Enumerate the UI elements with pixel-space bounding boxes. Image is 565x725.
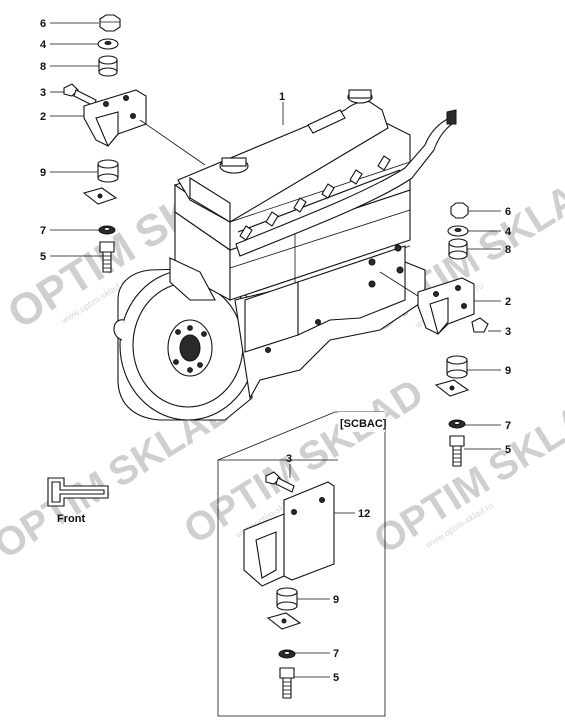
right-mount-parts	[379, 202, 489, 467]
engine-assembly	[113, 89, 457, 421]
inset-scbac-panel: [SCBAC]	[217, 411, 387, 717]
lock-washer-icon	[98, 225, 116, 235]
callout-rubber-mount-inset: 9	[333, 594, 339, 606]
callout-plate-bracket: 12	[358, 508, 370, 520]
lock-washer-icon	[278, 649, 296, 659]
rubber-mount-icon	[276, 587, 298, 611]
callout-rubber-mount-left: 9	[40, 167, 46, 179]
callout-bolt-right: 3	[505, 326, 511, 338]
callout-engine: 1	[279, 91, 285, 103]
spacer-icon	[98, 55, 118, 77]
bolt-icon	[471, 317, 489, 333]
callout-lock-washer-inset: 7	[333, 648, 339, 660]
hex-bolt-icon	[279, 667, 295, 699]
callout-nut-left: 6	[40, 18, 46, 30]
washer-icon	[97, 38, 119, 50]
callout-lock-washer-right: 7	[505, 420, 511, 432]
washer-icon	[447, 225, 469, 237]
front-direction-indicator: Front	[47, 477, 109, 525]
callout-rubber-mount-right: 9	[505, 365, 511, 377]
stopper-plate-icon	[82, 187, 118, 205]
watermark-word-sklad: SKLAD	[481, 381, 565, 491]
callout-bolt-inset: 3	[286, 453, 292, 465]
plate-bracket-icon	[243, 481, 335, 587]
left-mount-parts	[63, 14, 206, 273]
callout-nut-right: 6	[505, 206, 511, 218]
bolt-icon	[265, 471, 295, 493]
engine-bracket-icon	[417, 277, 475, 336]
callout-hex-bolt-left: 5	[40, 251, 46, 263]
callout-spacer-left: 8	[40, 61, 46, 73]
callout-lock-washer-left: 7	[40, 225, 46, 237]
callout-layer: 1 6 4 8 3 2 9 7 5 6 4 8 2 3 9 7 5	[40, 18, 512, 684]
stopper-plate-icon	[434, 379, 470, 397]
watermark-word-sklad: SKLAD	[471, 161, 565, 271]
hex-bolt-icon	[99, 241, 115, 273]
nut-icon	[450, 202, 469, 219]
bolt-icon	[63, 83, 97, 107]
callout-bracket-left: 2	[40, 111, 46, 123]
callout-washer-right: 4	[505, 226, 512, 238]
spacer-icon	[448, 238, 468, 260]
callout-bolt-left: 3	[40, 87, 46, 99]
rubber-mount-icon	[97, 159, 119, 183]
callout-hex-bolt-inset: 5	[333, 672, 339, 684]
callout-washer-left: 4	[40, 39, 47, 51]
callout-bracket-right: 2	[505, 296, 511, 308]
rubber-mount-icon	[446, 355, 468, 379]
lock-washer-icon	[448, 419, 466, 429]
nut-icon	[99, 14, 121, 32]
engine-bracket-icon	[83, 89, 147, 148]
inset-title: [SCBAC]	[340, 418, 387, 430]
stopper-plate-icon	[266, 612, 302, 630]
callout-hex-bolt-right: 5	[505, 444, 511, 456]
callout-spacer-right: 8	[505, 244, 511, 256]
front-label: Front	[57, 513, 85, 525]
hex-bolt-icon	[449, 435, 465, 467]
